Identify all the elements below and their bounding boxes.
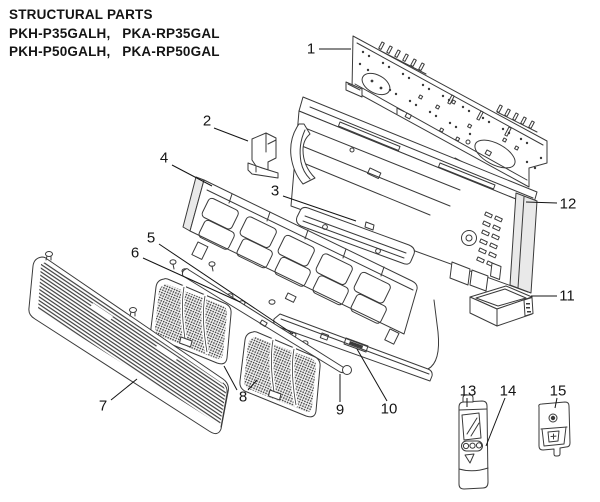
- part-number-5: 5: [147, 230, 155, 247]
- part-label-2-corner-bracket: 2: [203, 113, 249, 142]
- part-7-front-panel-grille: [28, 251, 229, 435]
- part-number-10: 10: [381, 401, 398, 418]
- part-number-7: 7: [99, 398, 107, 415]
- part-number-6: 6: [131, 245, 139, 262]
- part-1-installation-plate: [345, 35, 548, 188]
- leader-line-12: [525, 201, 558, 204]
- leader-line-6: [142, 257, 241, 303]
- part-label-12-side-panel: 12: [525, 196, 577, 213]
- leader-line-5: [158, 243, 294, 335]
- leader-line-4: [171, 164, 213, 187]
- part-3-drain-guide-tray: [296, 206, 415, 265]
- part-label-6-filter-clip-lower: 6: [131, 245, 241, 303]
- part-8-air-filter-left: [150, 278, 232, 365]
- part-number-12: 12: [560, 196, 577, 213]
- part-number-4: 4: [160, 150, 168, 167]
- part-number-15: 15: [550, 383, 567, 400]
- leader-line-10: [356, 348, 388, 402]
- part-11-corner-box: [469, 285, 534, 327]
- part-label-15-remote-holder: 15: [550, 383, 567, 409]
- leader-line-3: [282, 195, 357, 222]
- part-12-side-panel-and-chassis: [273, 96, 538, 382]
- part-label-9-horizontal-vane: 9: [336, 374, 344, 419]
- part-number-14: 14: [500, 383, 517, 400]
- part-4-front-frame: [182, 176, 418, 345]
- part-label-14-remote-rear-cover: 14: [485, 383, 517, 447]
- part-label-10-vane-socket: 10: [356, 348, 398, 418]
- model-numbers-line-1: PKH-P35GALH, PKA-RP35GAL: [9, 25, 220, 41]
- part-number-11: 11: [559, 288, 575, 305]
- page-title: STRUCTURAL PARTS: [9, 7, 153, 22]
- part-number-8: 8: [239, 389, 247, 406]
- part-label-8-air-filters: 8: [223, 365, 258, 406]
- part-label-4-front-frame: 4: [160, 150, 213, 187]
- title-block: STRUCTURAL PARTS PKH-P35GALH, PKA-RP35GA…: [9, 6, 220, 62]
- leader-line-14: [485, 397, 506, 447]
- leader-line-7: [110, 378, 138, 401]
- leader-line-2: [213, 127, 249, 142]
- part-13-remote-controller: [458, 394, 489, 490]
- leader-line-15: [554, 397, 558, 409]
- part-number-3: 3: [271, 183, 279, 200]
- part-label-3-drain-guide-tray: 3: [271, 183, 357, 222]
- part-label-5-filter-clip-upper: 5: [147, 230, 294, 335]
- leader-line-8: [223, 365, 238, 391]
- leader-line-8: [247, 379, 258, 391]
- part-label-11-corner-box: 11: [531, 288, 575, 305]
- part-number-13: 13: [460, 383, 477, 400]
- model-numbers-line-2: PKH-P50GALH, PKA-RP50GAL: [9, 44, 220, 59]
- part-number-1: 1: [307, 41, 315, 58]
- part-2-corner-bracket: [247, 132, 279, 179]
- part-8-air-filter-right: [239, 331, 321, 418]
- part-label-13-remote-controller: 13: [460, 383, 477, 407]
- part-label-7-front-panel-grille: 7: [99, 378, 138, 415]
- part-number-9: 9: [336, 402, 344, 419]
- part-15-remote-holder: [538, 401, 571, 457]
- part-number-2: 2: [203, 113, 211, 130]
- part-label-1-installation-plate: 1: [307, 41, 351, 58]
